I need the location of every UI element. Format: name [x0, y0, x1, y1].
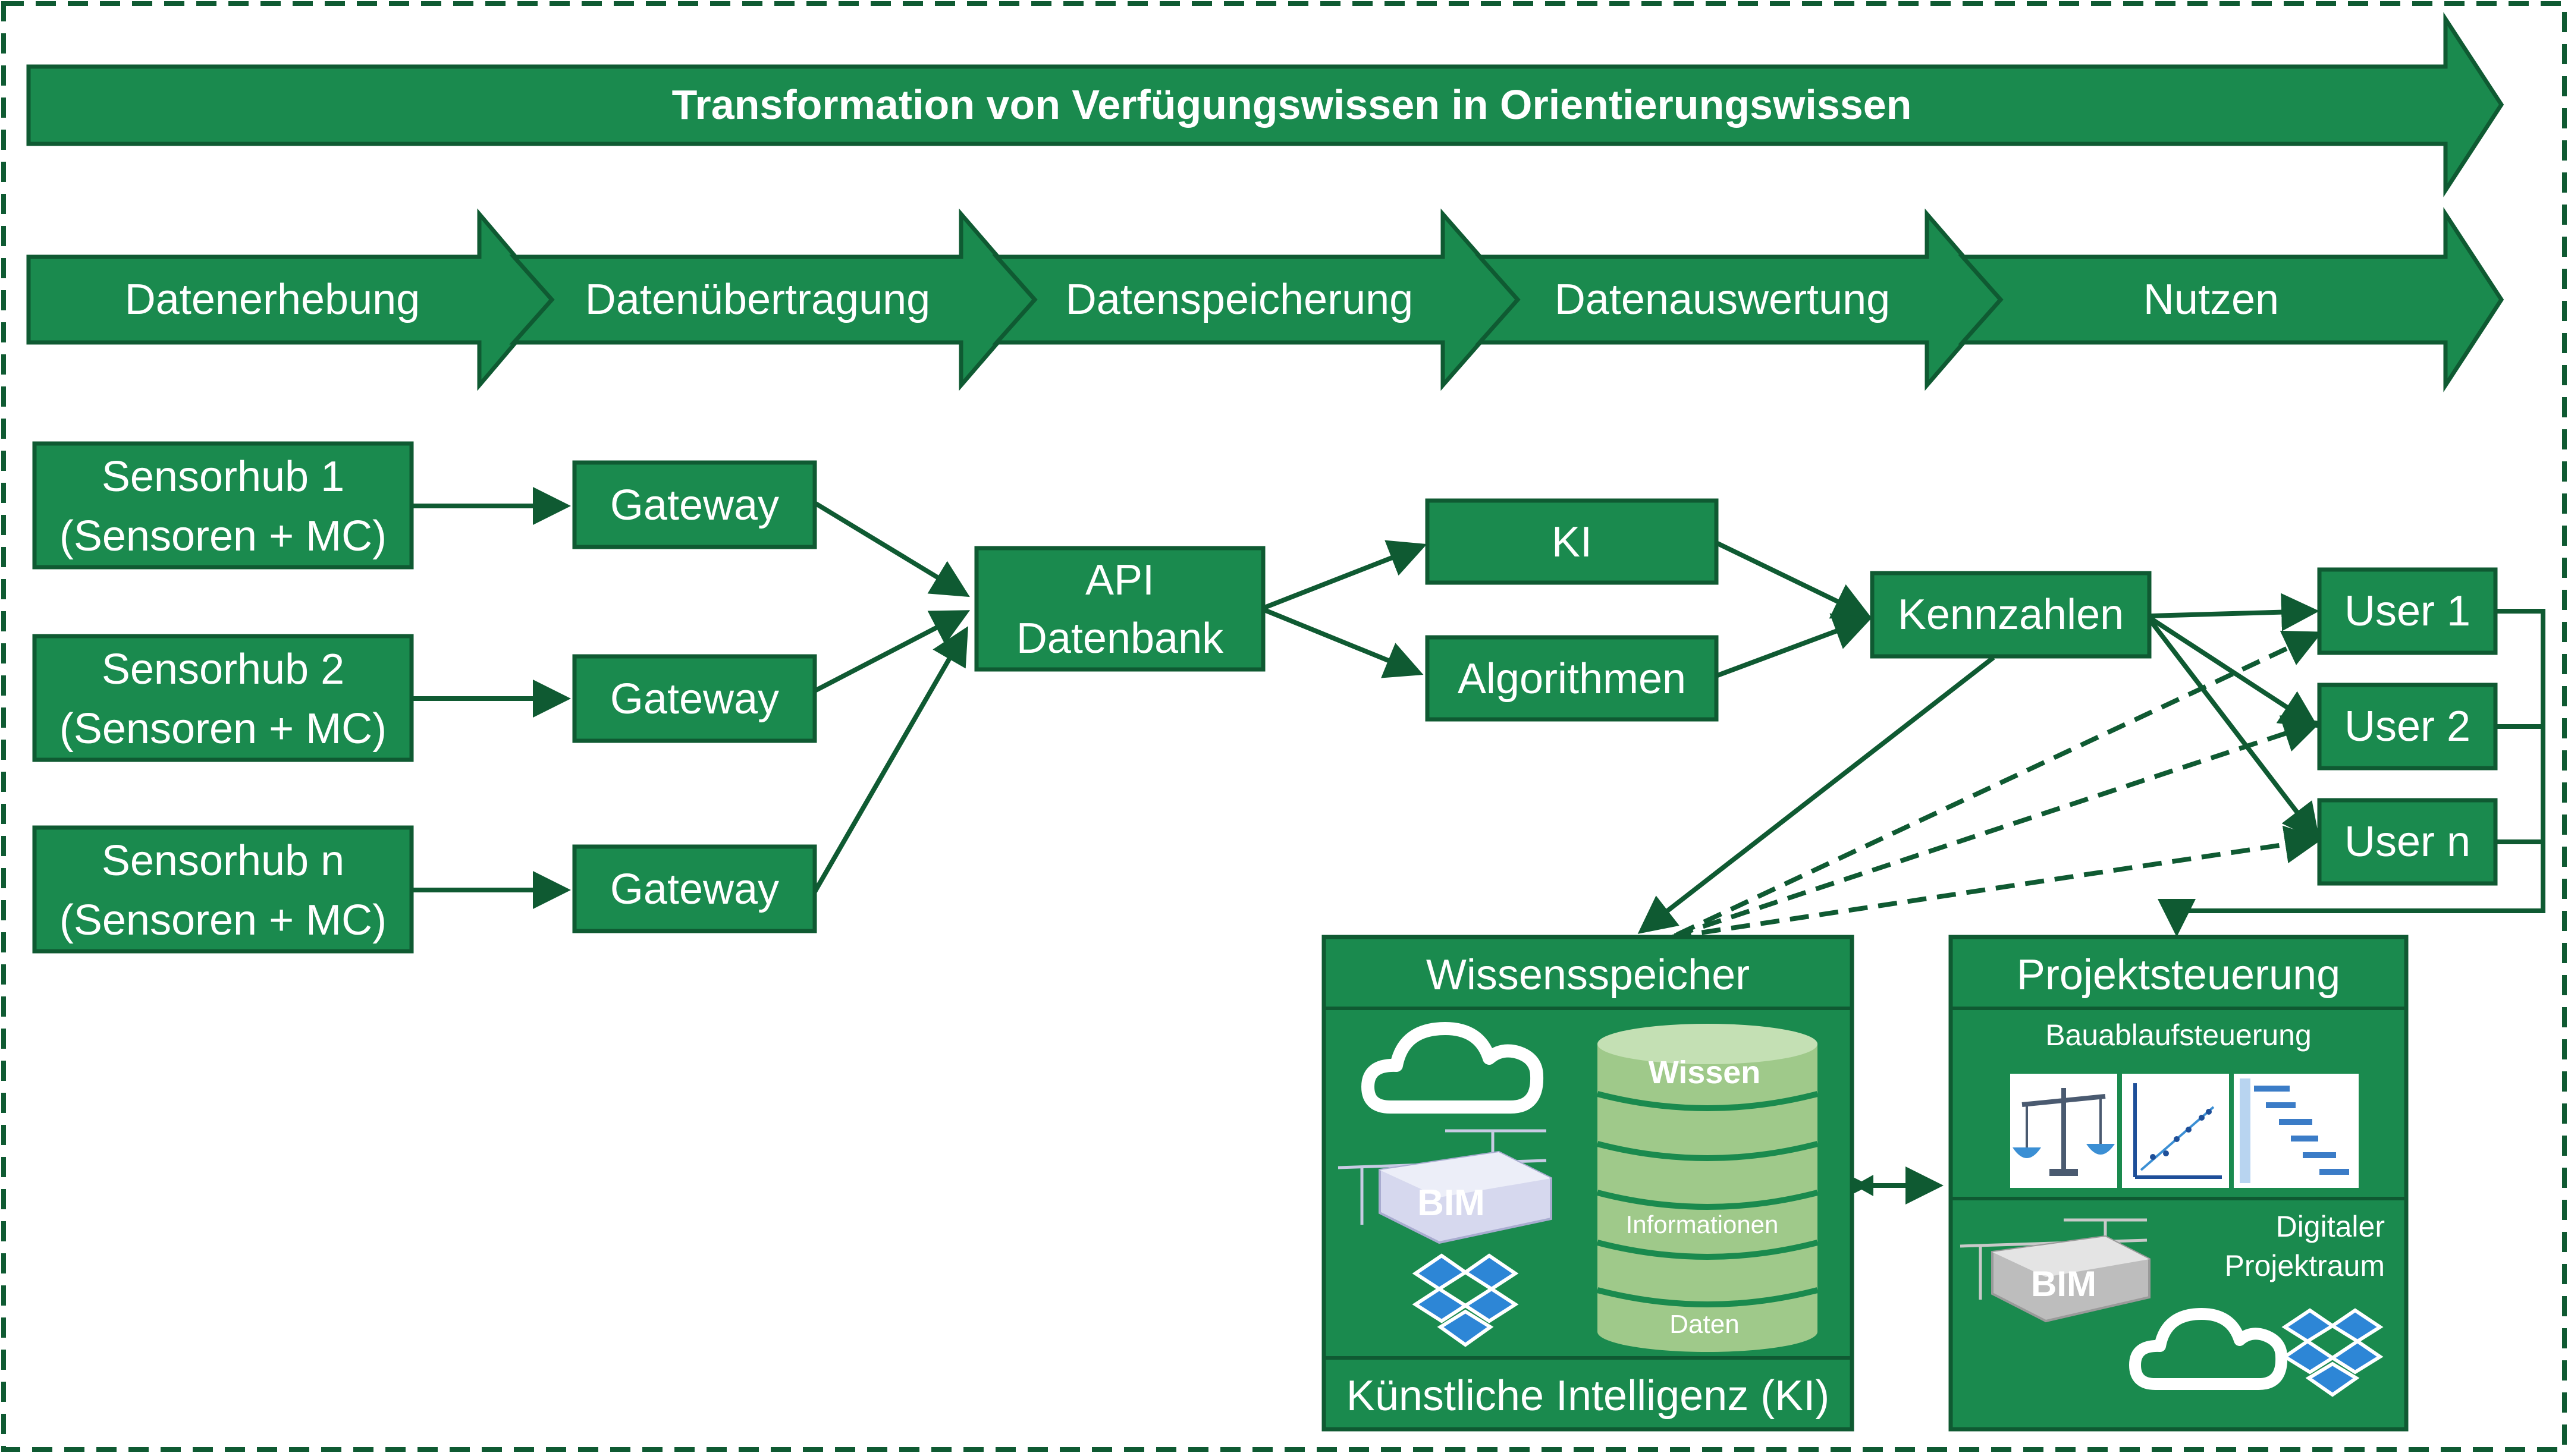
arrow-kennzahlen-user1: [2150, 593, 2319, 631]
bim-building-icon: BIM: [1338, 1129, 1552, 1244]
gateway-1-label: Gateway: [610, 482, 779, 529]
phase-label-datenerhebung: Datenerhebung: [125, 276, 420, 323]
arrow-gateway3-api: [812, 626, 968, 893]
sensorhub-1-line2: (Sensoren + MC): [59, 512, 387, 560]
db-layer-wissen: Wissen: [1649, 1055, 1761, 1090]
arrow-kennzahlen-user2: [2149, 616, 2319, 728]
arrow-algorithmen-kennzahlen: [1716, 613, 1872, 678]
db-layer-daten: Daten: [1669, 1310, 1739, 1339]
gateway-3-box: [572, 844, 817, 933]
arrow-gateway2-api: [814, 610, 971, 693]
cloud-icon: [1361, 1022, 1544, 1114]
sensorhub-1-box: [32, 441, 414, 570]
wissensspeicher-title: Wissensspeicher: [1426, 951, 1750, 999]
gateway-1-box: [572, 460, 817, 549]
api-line2: Datenbank: [1016, 615, 1224, 662]
digitaler-projektraum-line1: Digitaler: [2276, 1210, 2385, 1243]
phase-arrow-datenuebertragung: [509, 208, 1038, 391]
arrow-api-ki: [1263, 540, 1427, 610]
sensorhub-2-box: [32, 634, 414, 762]
bauablaufsteuerung-label: Bauablaufsteuerung: [2045, 1018, 2312, 1052]
sensorhub-n-line2: (Sensoren + MC): [59, 897, 387, 944]
dashed-arrow-wissen-usern: [1672, 825, 2323, 939]
phase-label-nutzen: Nutzen: [2143, 276, 2279, 323]
projektsteuerung-panel: Projektsteuerung Bauablaufsteuerung: [1948, 935, 2409, 1432]
dropbox-icon: [1412, 1253, 1519, 1347]
user-1-box: [2317, 567, 2498, 655]
dropbox-icon-right: [2281, 1308, 2384, 1397]
algorithmen-box: [1425, 635, 1719, 722]
phase-label-datenspeicherung: Datenspeicherung: [1066, 276, 1413, 323]
api-datenbank-box: [974, 546, 1266, 672]
banner-arrow: [26, 12, 2504, 197]
phase-label-datenuebertragung: Datenübertragung: [585, 276, 930, 323]
arrow-api-algorithmen: [1263, 608, 1424, 678]
projektsteuerung-title: Projektsteuerung: [2017, 951, 2340, 999]
gateway-2-box: [572, 654, 817, 743]
phase-label-datenauswertung: Datenauswertung: [1555, 276, 1890, 323]
scatter-plot-icon: [2122, 1074, 2229, 1188]
kennzahlen-label: Kennzahlen: [1898, 591, 2124, 639]
digitaler-projektraum-line2: Projektraum: [2224, 1249, 2385, 1282]
user-2-box: [2317, 683, 2498, 771]
gantt-chart-icon: [2234, 1074, 2359, 1188]
banner-title: Transformation von Verfügungswissen in O…: [672, 81, 1912, 128]
sensorhub-n-box: [32, 825, 414, 954]
kennzahlen-box: [1870, 571, 2152, 659]
ki-label: KI: [1552, 518, 1592, 566]
double-arrow-left-head: [1854, 1175, 1873, 1196]
db-layer-informationen: Informationen: [1626, 1210, 1779, 1238]
arrow-gateway1-api: [813, 501, 970, 598]
phase-arrow-nutzen: [1958, 207, 2504, 392]
bim-building-icon-right: BIM: [1960, 1218, 2151, 1323]
phase-arrow-datenauswertung: [1475, 208, 2004, 391]
cloud-icon-right: [2129, 1308, 2288, 1390]
balance-scale-icon: [2010, 1074, 2117, 1188]
sensorhub-1-line1: Sensorhub 1: [102, 453, 344, 501]
api-line1: API: [1085, 556, 1154, 604]
database-stack-icon: Wissen Informationen Daten: [1596, 1024, 1819, 1352]
arrow-ki-kennzahlen: [1716, 541, 1872, 619]
phase-arrow-datenspeicherung: [992, 208, 1521, 391]
gateway-3-label: Gateway: [610, 866, 779, 913]
wissensspeicher-panel: Wissensspeicher Künstliche Intelligenz (…: [1321, 935, 1854, 1432]
dashed-arrow-wissen-user2: [1674, 715, 2322, 938]
algorithmen-label: Algorithmen: [1458, 655, 1686, 703]
user-2-label: User 2: [2344, 703, 2470, 750]
gateway-2-label: Gateway: [610, 675, 779, 723]
user-n-box: [2317, 798, 2498, 886]
user-n-label: User n: [2344, 818, 2470, 866]
sensorhub-2-line2: (Sensoren + MC): [59, 705, 387, 753]
sensorhub-n-line1: Sensorhub n: [102, 837, 344, 885]
ki-footer-label: Künstliche Intelligenz (KI): [1346, 1372, 1829, 1420]
bim-label-left: BIM: [1417, 1183, 1485, 1224]
user-1-label: User 1: [2344, 587, 2470, 635]
arrow-kennzahlen-usern: [2148, 619, 2320, 842]
sensorhub-2-line1: Sensorhub 2: [102, 646, 344, 693]
bim-label-right: BIM: [2031, 1264, 2096, 1304]
arrow-kennzahlen-wissensspeicher: [1637, 655, 1995, 934]
ki-box: [1425, 498, 1719, 585]
